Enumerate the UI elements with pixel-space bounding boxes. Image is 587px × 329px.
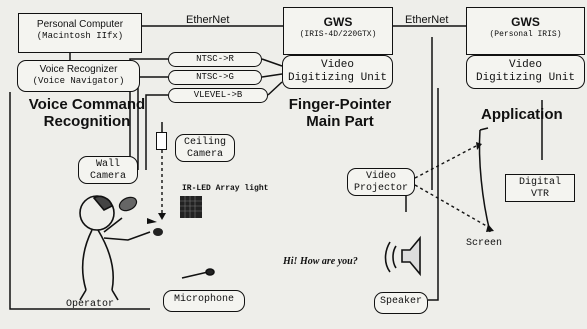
wall-camera-line2: Camera <box>89 170 126 182</box>
speaker-box: Speaker <box>374 292 428 314</box>
digital-vtr-line1: Digital <box>518 177 561 188</box>
ir-led-label: IR-LED Array light <box>182 184 269 193</box>
voice-command-label: Voice Command Recognition <box>18 96 156 130</box>
voice-recognizer-box: Voice Recognizer (Voice Navigator) <box>17 60 140 92</box>
video-unit-main-line2: Digitizing Unit <box>287 71 388 84</box>
ir-led-array-icon <box>180 196 202 218</box>
finger-pointer-line1: Finger-Pointer <box>288 96 392 113</box>
microphone-device-icon <box>181 268 215 279</box>
voice-command-line2: Recognition <box>43 113 131 130</box>
video-projector-line1: Video <box>365 171 396 182</box>
ceiling-camera-icon <box>156 132 167 150</box>
finger-pointer-line2: Main Part <box>306 113 374 130</box>
microphone-box: Microphone <box>163 290 245 312</box>
pc-subtitle: (Macintosh IIfx) <box>36 30 124 41</box>
operator-figure-icon <box>79 195 151 301</box>
wall-camera-line1: Wall <box>95 159 120 170</box>
gws-app-title: GWS <box>511 15 540 29</box>
video-unit-main-line1: Video <box>320 59 354 71</box>
signal-box-b: VLEVEL->B <box>168 88 268 103</box>
video-projector-line2: Projector <box>353 182 408 194</box>
gws-main-title: GWS <box>323 15 353 29</box>
gws-app-box: GWS (Personal IRIS) <box>466 7 585 55</box>
speech-text: Hi! How are you? <box>283 256 358 267</box>
signal-box-r: NTSC->R <box>168 52 262 67</box>
gws-main-subtitle: (IRIS-4D/220GTX) <box>299 29 377 39</box>
wall-camera-icon <box>118 196 138 212</box>
video-unit-app-line1: Video <box>508 59 542 71</box>
ceiling-camera-box: Ceiling Camera <box>175 134 235 162</box>
ceiling-camera-line1: Ceiling <box>183 137 226 148</box>
voice-recognizer-title: Voice Recognizer <box>39 64 118 75</box>
pc-title: Personal Computer <box>36 19 124 30</box>
operator-label: Operator <box>66 299 115 310</box>
personal-computer-box: Personal Computer (Macintosh IIfx) <box>18 13 142 53</box>
gws-main-box: GWS (IRIS-4D/220GTX) <box>283 7 393 55</box>
voice-command-line1: Voice Command <box>28 96 146 113</box>
ethernet-label: EtherNet <box>405 14 449 26</box>
screen-label: Screen <box>466 238 503 249</box>
gws-app-subtitle: (Personal IRIS) <box>489 29 562 39</box>
digital-vtr-box: Digital VTR <box>505 174 575 202</box>
signal-box-g: NTSC->G <box>168 70 262 85</box>
ceiling-camera-line2: Camera <box>186 148 223 160</box>
video-projector-box: Video Projector <box>347 168 415 196</box>
video-digitizing-unit-main: Video Digitizing Unit <box>282 55 393 89</box>
video-unit-app-line2: Digitizing Unit <box>475 71 576 84</box>
application-label: Application <box>481 106 563 123</box>
video-digitizing-unit-app: Video Digitizing Unit <box>466 55 585 89</box>
ethernet-label: EtherNet <box>186 14 230 26</box>
wall-camera-box: Wall Camera <box>78 156 138 184</box>
speaker-device-icon <box>384 235 421 277</box>
digital-vtr-line2: VTR <box>530 188 549 200</box>
voice-recognizer-subtitle: (Voice Navigator) <box>32 75 125 86</box>
finger-pointer-label: Finger-Pointer Main Part <box>281 96 399 130</box>
